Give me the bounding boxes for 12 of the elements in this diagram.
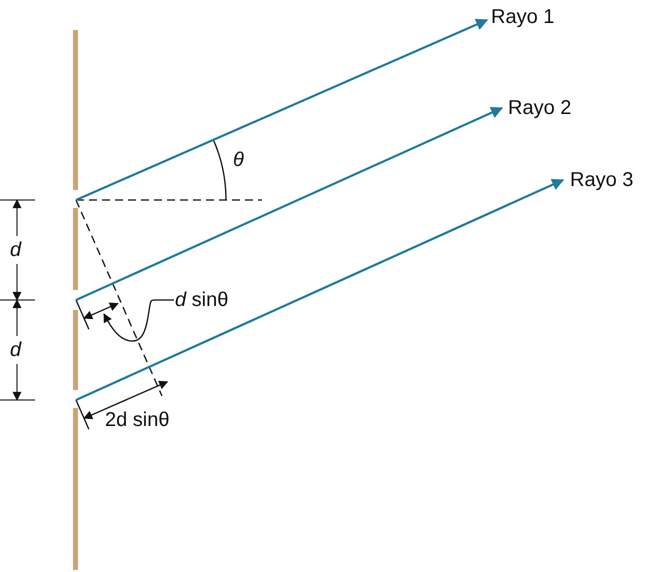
ray-label: Rayo 2 [507,96,572,120]
angle-label: θ [232,148,245,172]
light-ray-arrow [76,178,564,401]
path-difference-label: d sinθ [174,288,230,312]
light-ray-arrow [76,106,504,301]
light-ray-arrow [76,18,488,201]
dimension-label: d [9,338,22,362]
ray-label: Rayo 1 [490,5,556,29]
leader-line [103,299,174,342]
ray-label: Rayo 3 [569,168,634,192]
dimension-label: d [9,238,22,262]
path-difference-label: 2d sinθ [104,408,170,432]
